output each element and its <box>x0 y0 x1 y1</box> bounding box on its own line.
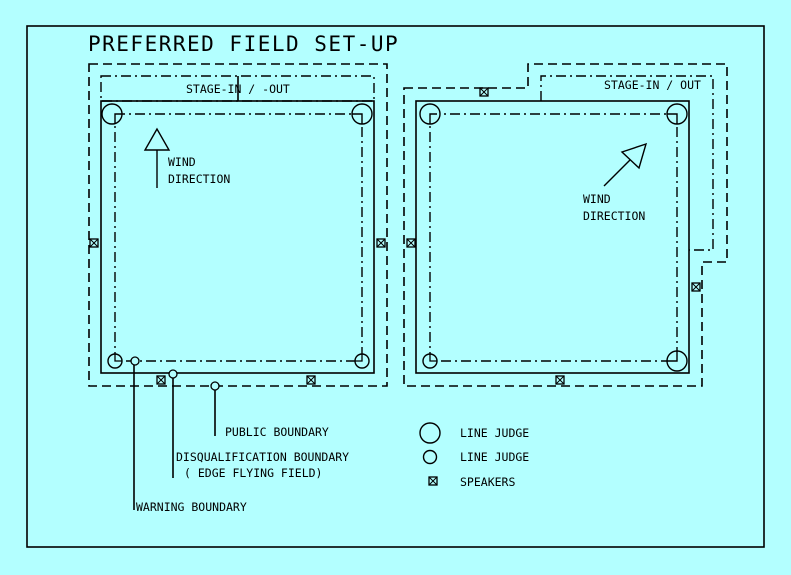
legend-label: LINE JUDGE <box>460 426 529 440</box>
wind-label: WIND <box>583 192 611 206</box>
legend: LINE JUDGE LINE JUDGE SPEAKERS <box>419 422 529 489</box>
disqualification-boundary-label: DISQUALIFICATION BOUNDARY <box>176 450 349 464</box>
legend-label: LINE JUDGE <box>460 450 529 464</box>
disqualification-boundary <box>100 100 375 374</box>
wind-label: WIND <box>168 155 196 169</box>
speaker-icon <box>691 282 701 292</box>
line-judge-large <box>666 103 688 125</box>
speaker-icon <box>555 375 565 385</box>
line-judge-small <box>107 353 123 369</box>
speaker-icon <box>376 238 386 248</box>
wind-label: DIRECTION <box>583 209 645 223</box>
stage-label: STAGE-IN / -OUT <box>186 82 290 96</box>
disqualification-marker <box>168 369 178 379</box>
line-judge-small <box>354 353 370 369</box>
speaker-icon <box>306 375 316 385</box>
legend-large-circle-icon <box>419 422 441 444</box>
speaker-icon <box>406 238 416 248</box>
warning-boundary <box>114 113 363 362</box>
public-boundary-label: PUBLIC BOUNDARY <box>225 425 329 439</box>
warning-boundary <box>429 113 678 362</box>
drawing-frame <box>26 25 765 548</box>
disqualification-boundary <box>415 100 690 374</box>
line-judge-large <box>351 103 373 125</box>
line-judge-large <box>666 350 688 372</box>
warning-boundary-label: WARNING BOUNDARY <box>136 500 247 514</box>
diagram-title: PREFERRED FIELD SET-UP <box>88 32 399 56</box>
legend-label: SPEAKERS <box>460 475 515 489</box>
line-judge-small <box>422 353 438 369</box>
wind-arrow-icon <box>603 142 648 187</box>
right-field: STAGE-IN / OUT WIND DIRECTION <box>403 63 728 387</box>
disqualification-boundary-sublabel: ( EDGE FLYING FIELD) <box>184 466 322 480</box>
stage-label: STAGE-IN / OUT <box>604 78 701 92</box>
public-boundary <box>88 63 388 387</box>
wind-label: DIRECTION <box>168 172 230 186</box>
speaker-icon <box>156 375 166 385</box>
legend-small-circle-icon <box>422 449 438 465</box>
speaker-icon <box>479 87 489 97</box>
speaker-icon <box>89 238 99 248</box>
warning-marker <box>130 356 140 366</box>
public-boundary <box>403 63 728 387</box>
wind-arrow-icon <box>143 127 171 188</box>
public-marker <box>210 381 220 391</box>
left-field: STAGE-IN / -OUT WIND DIRECTION <box>88 63 388 510</box>
line-judge-large <box>419 103 441 125</box>
legend-speaker-icon <box>428 476 438 486</box>
line-judge-large <box>101 103 123 125</box>
